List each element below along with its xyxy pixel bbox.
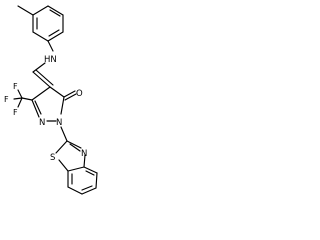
nh-label: HN [44, 55, 57, 65]
cf-bond-3 [17, 97, 23, 108]
fluorine-label-3: F [13, 108, 18, 117]
carbonyl-bond [63, 90, 77, 101]
tolyl-ring [32, 5, 64, 42]
nh-ch-bond [32, 62, 46, 73]
pyrazolone-ring [31, 86, 65, 122]
chemical-structure: HN O F F F N N S N [4, 5, 98, 195]
sulfur-label: S [50, 153, 55, 163]
fluorine-label-1: F [13, 82, 18, 91]
thiazole-nitrogen-label: N [81, 149, 87, 159]
ring-nitrogen-label-2: N [56, 118, 62, 128]
oxygen-label: O [76, 89, 83, 99]
cf3-bond [21, 97, 33, 101]
cf-bond-2 [13, 97, 23, 100]
fluorine-label-2: F [4, 95, 9, 104]
thiazole-ring [55, 140, 86, 172]
methyl-bond [17, 5, 34, 16]
cf-bond-1 [17, 89, 23, 99]
benzo-ring [67, 166, 98, 195]
exocyclic-double-bond [32, 69, 54, 88]
n-benzothiazole-bond [60, 126, 68, 142]
aryl-nh-bond [47, 40, 54, 52]
ring-nitrogen-label-1: N [39, 118, 45, 128]
